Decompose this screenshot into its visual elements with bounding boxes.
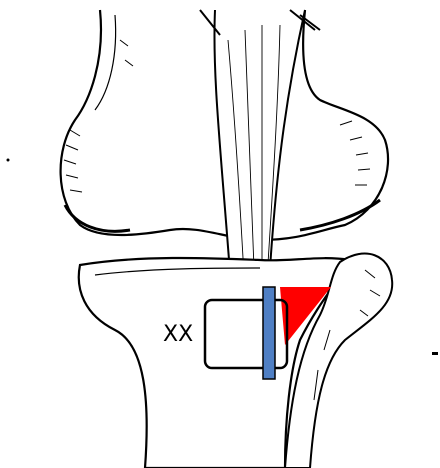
- right-dash: [432, 352, 438, 355]
- blue-strip: [263, 287, 275, 379]
- marker-label: XX: [163, 322, 193, 347]
- left-dot: [7, 159, 10, 162]
